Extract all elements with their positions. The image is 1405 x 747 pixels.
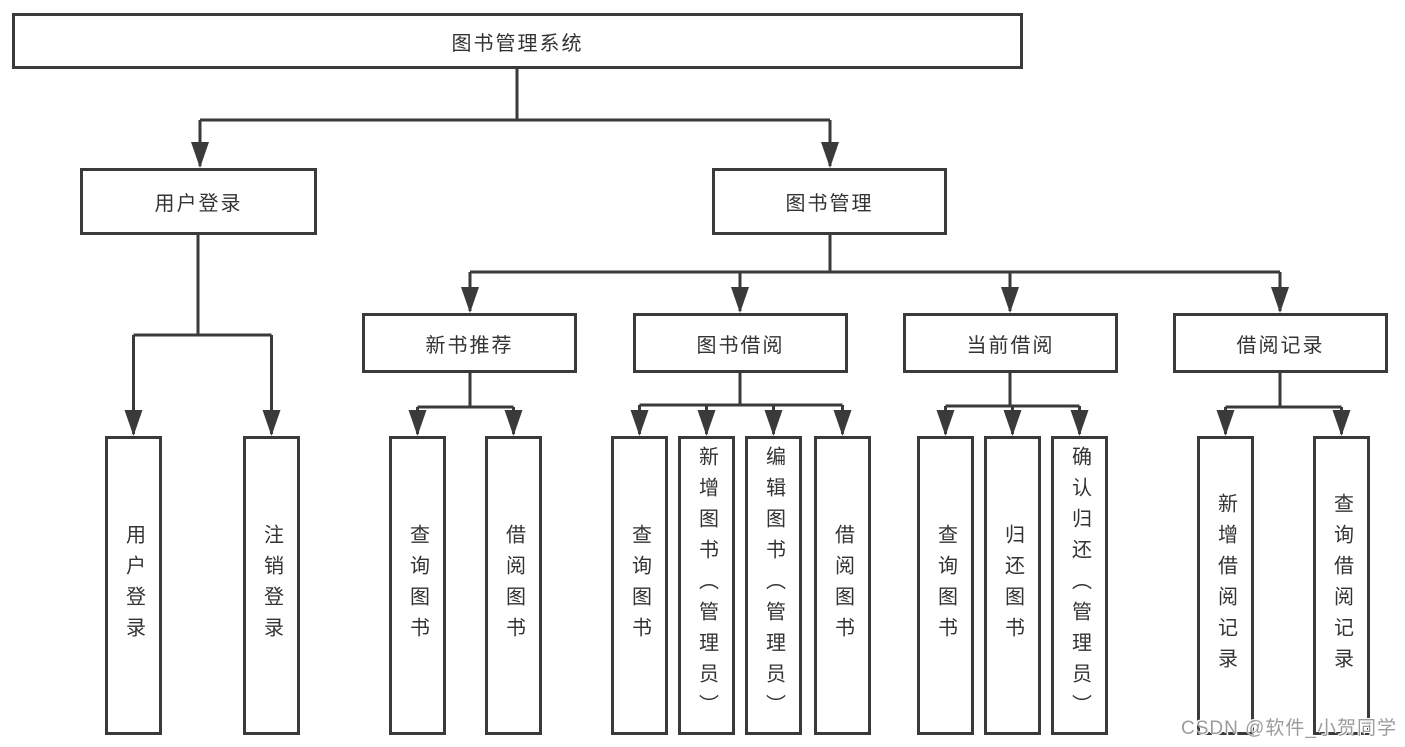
leaf-borrow-edit-book: 编辑图书（管理员）	[745, 436, 802, 735]
leaf-record-add-label: 新增借阅记录	[1214, 492, 1237, 679]
leaf-current-query-label: 查询图书	[934, 523, 957, 648]
leaf-borrow-add-book: 新增图书（管理员）	[678, 436, 735, 735]
node-root: 图书管理系统	[12, 13, 1023, 69]
leaf-current-return-label: 归还图书	[1001, 523, 1024, 648]
leaf-borrow-borrow-book-label: 借阅图书	[831, 523, 854, 648]
leaf-current-return: 归还图书	[984, 436, 1041, 735]
leaf-newbook-query: 查询图书	[389, 436, 446, 735]
leaf-newbook-borrow: 借阅图书	[485, 436, 542, 735]
node-book-management: 图书管理	[712, 168, 947, 235]
node-book-borrow: 图书借阅	[633, 313, 848, 373]
leaf-borrow-add-book-label: 新增图书（管理员）	[695, 446, 718, 725]
node-new-book-recommend: 新书推荐	[362, 313, 577, 373]
leaf-current-query: 查询图书	[917, 436, 974, 735]
node-book-borrow-label: 图书借阅	[696, 334, 785, 357]
leaf-borrow-edit-book-label: 编辑图书（管理员）	[762, 446, 785, 725]
leaf-logout: 注销登录	[243, 436, 300, 735]
node-user-login-label: 用户登录	[154, 193, 243, 215]
leaf-newbook-borrow-label: 借阅图书	[502, 523, 525, 648]
node-current-borrow: 当前借阅	[903, 313, 1118, 373]
node-borrow-records-label: 借阅记录	[1236, 334, 1325, 357]
leaf-newbook-query-label: 查询图书	[406, 523, 429, 648]
leaf-current-confirm-return: 确认归还（管理员）	[1051, 436, 1108, 735]
node-new-book-recommend-label: 新书推荐	[425, 334, 514, 357]
watermark: CSDN @软件_小贺同学	[1181, 718, 1397, 739]
node-current-borrow-label: 当前借阅	[966, 334, 1055, 357]
leaf-logout-label: 注销登录	[260, 523, 283, 648]
leaf-record-add: 新增借阅记录	[1197, 436, 1254, 735]
leaf-record-query: 查询借阅记录	[1313, 436, 1370, 735]
leaf-user-login: 用户登录	[105, 436, 162, 735]
leaf-record-query-label: 查询借阅记录	[1330, 492, 1353, 679]
node-user-login: 用户登录	[80, 168, 317, 235]
leaf-borrow-borrow-book: 借阅图书	[814, 436, 871, 735]
node-book-management-label: 图书管理	[785, 193, 874, 215]
node-root-label: 图书管理系统	[451, 32, 584, 55]
leaf-user-login-label: 用户登录	[122, 523, 145, 648]
leaf-borrow-query-label: 查询图书	[628, 523, 651, 648]
node-borrow-records: 借阅记录	[1173, 313, 1388, 373]
leaf-borrow-query: 查询图书	[611, 436, 668, 735]
leaf-current-confirm-return-label: 确认归还（管理员）	[1068, 446, 1091, 725]
